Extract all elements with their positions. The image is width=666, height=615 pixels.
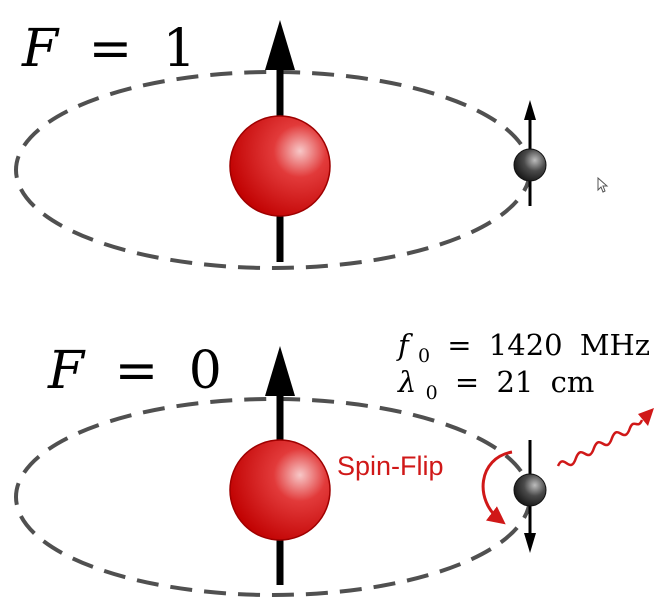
state-eq: =	[89, 19, 133, 79]
proton-f0	[229, 439, 331, 541]
proton-f1	[229, 115, 331, 217]
state-eq: =	[115, 341, 159, 401]
electron-spin-down-icon	[524, 533, 536, 553]
state-var: F	[47, 341, 86, 401]
wavelength-unit: cm	[551, 365, 595, 399]
state-f0: F = 0 f 0 = 1420 MHz λ 0 = 21 cm Spin-Fl…	[14, 328, 654, 597]
wavelength-sub: 0	[426, 382, 438, 404]
wavelength-value: 21	[496, 365, 533, 399]
state-value: 1	[163, 19, 196, 79]
mouse-pointer-icon	[597, 176, 609, 193]
wavelength-symbol: λ	[397, 365, 416, 399]
electron-f0	[513, 473, 547, 507]
wavelength-label: λ 0 = 21 cm	[397, 365, 594, 406]
electron-f1	[513, 148, 547, 182]
state-f1-label: F = 1	[21, 19, 196, 79]
proton-spin-up-icon	[265, 346, 295, 396]
state-f1: F = 1	[14, 19, 609, 270]
freq-eq: =	[447, 328, 471, 362]
wavelength-eq: =	[455, 365, 479, 399]
proton-spin-up-icon	[265, 20, 295, 70]
frequency-label: f 0 = 1420 MHz	[396, 328, 650, 369]
state-value: 0	[189, 341, 222, 401]
spin-flip-arrow-icon	[481, 450, 513, 525]
state-f0-label: F = 0	[47, 341, 222, 401]
photon-wave-icon	[556, 408, 654, 467]
freq-symbol: f	[396, 328, 414, 362]
state-var: F	[21, 19, 60, 79]
spin-flip-label: Spin-Flip	[337, 451, 444, 481]
electron-spin-up-icon	[524, 100, 536, 120]
freq-value: 1420	[489, 328, 563, 362]
freq-sub: 0	[418, 345, 430, 367]
freq-unit: MHz	[580, 328, 650, 362]
